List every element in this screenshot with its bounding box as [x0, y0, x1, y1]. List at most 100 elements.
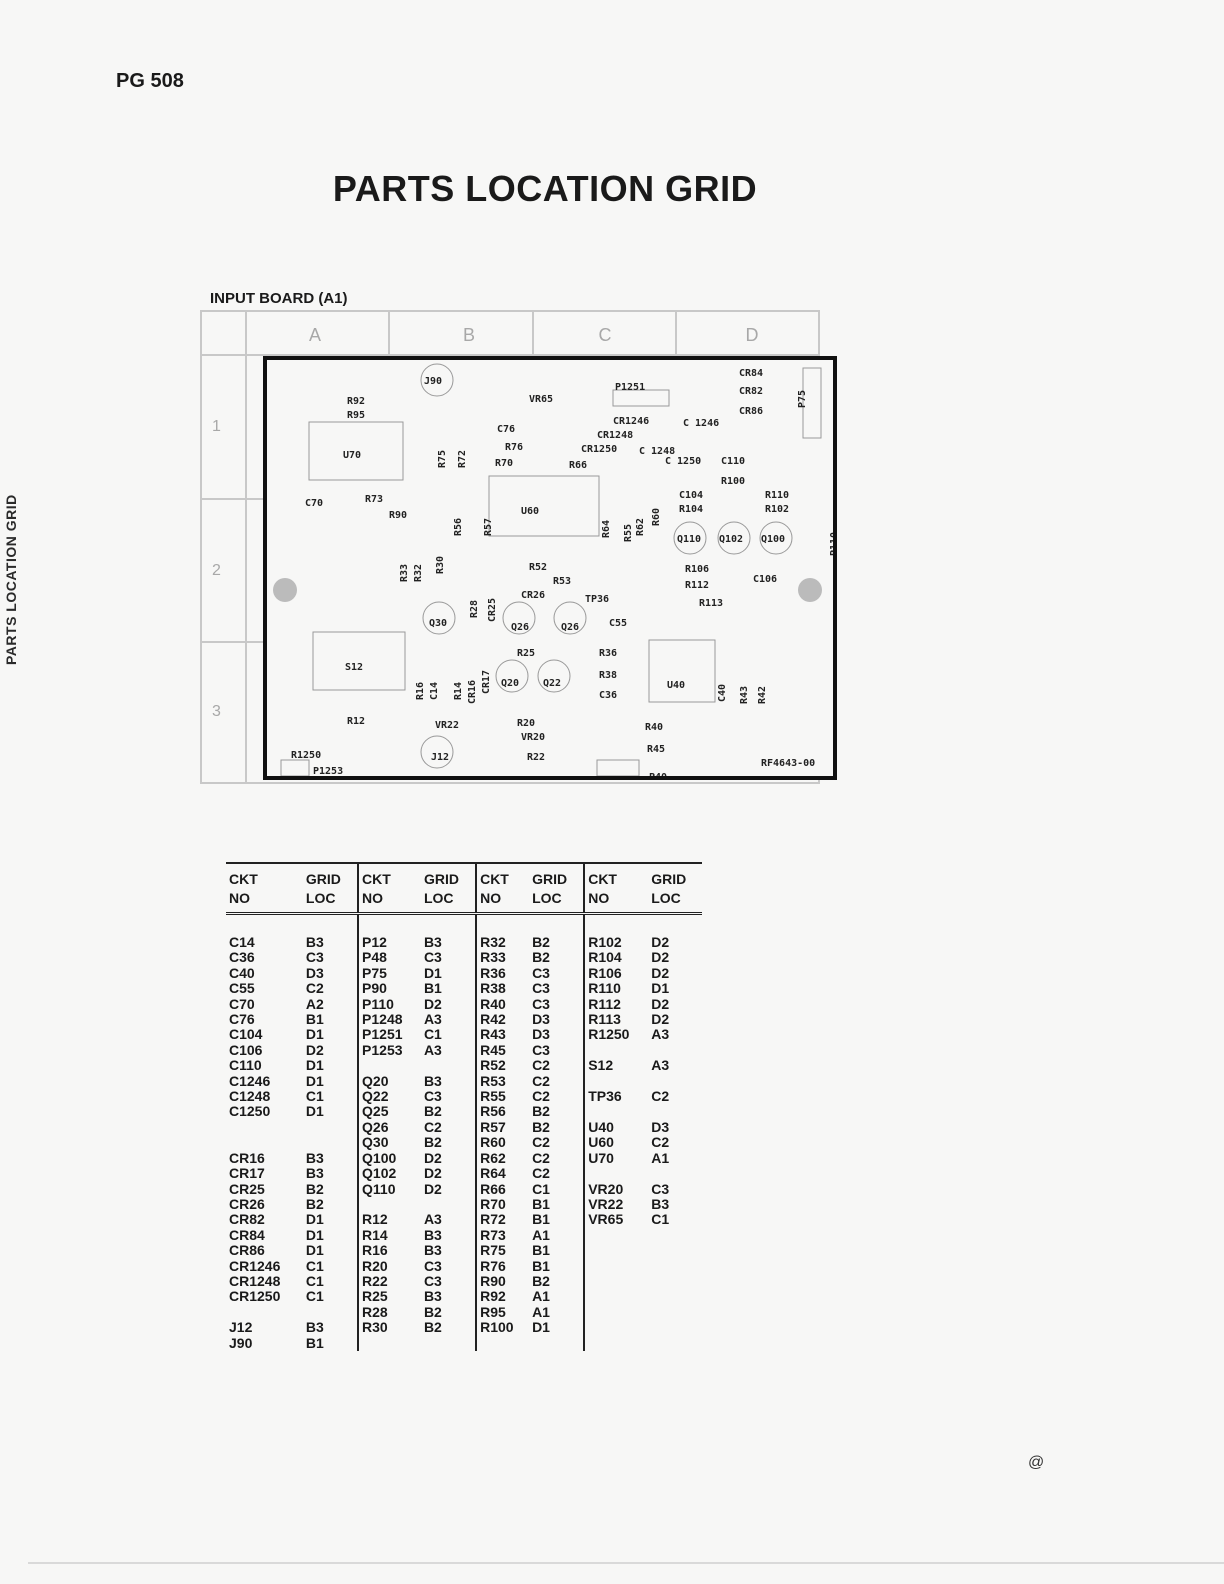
- ckt-no-cell: C106: [229, 1041, 263, 1058]
- grid-line: [675, 310, 677, 356]
- ckt-no-cell: [357, 1335, 421, 1351]
- component-label: R36: [599, 648, 617, 659]
- component-label: R55: [623, 524, 634, 542]
- component-label: S12: [345, 662, 363, 673]
- ckt-no-cell: R22: [357, 1273, 421, 1290]
- ckt-no-cell: [583, 1104, 649, 1120]
- ckt-no-cell: [475, 1335, 530, 1351]
- ckt-no-cell: C76: [229, 1011, 255, 1028]
- ckt-no-cell: R112: [583, 996, 649, 1013]
- component-label: TP36: [585, 594, 609, 605]
- ckt-no-cell: C36: [229, 949, 255, 966]
- grid-loc-cell: [648, 1305, 702, 1320]
- component-label: Q102: [719, 534, 743, 545]
- grid-loc-cell: A3: [423, 1011, 442, 1028]
- component-label: P110: [829, 532, 833, 556]
- component-label: R102: [765, 504, 789, 515]
- ckt-no-cell: P90: [357, 980, 421, 997]
- ckt-no-cell: R106: [583, 965, 649, 982]
- ckt-no-cell: R32: [475, 913, 530, 951]
- component-label: R12: [347, 716, 365, 727]
- ckt-no-cell: C104: [229, 1026, 263, 1043]
- connector-p75: [802, 367, 822, 439]
- board-title: INPUT BOARD (A1): [210, 290, 348, 307]
- ckt-no-cell: U70: [583, 1150, 649, 1167]
- component-label: R38: [599, 670, 617, 681]
- component-label: CR84: [739, 368, 763, 379]
- grid-line: [200, 498, 264, 500]
- component-label: R73: [365, 494, 383, 505]
- ckt-no-cell: R14: [357, 1227, 421, 1244]
- grid-loc-cell: [648, 1336, 702, 1351]
- board-part-number: RF4643-00: [761, 758, 815, 769]
- component-label: R104: [679, 504, 703, 515]
- component-label: P75: [797, 390, 808, 408]
- transistor-outline: [759, 521, 793, 555]
- component-label: R113: [699, 598, 723, 609]
- component-label: R32: [413, 564, 424, 582]
- connector-p40: [596, 759, 640, 776]
- ckt-no-cell: R57: [475, 1119, 530, 1136]
- grid-loc-cell: D2: [651, 964, 670, 981]
- ckt-no-cell: CR1248: [229, 1272, 281, 1289]
- ckt-no-cell: C1250: [229, 1103, 271, 1120]
- page-title: PARTS LOCATION GRID: [332, 168, 758, 209]
- ckt-no-cell: R33: [475, 949, 530, 966]
- grid-loc-cell: C2: [532, 1149, 550, 1166]
- grid-loc-cell: C3: [305, 949, 324, 966]
- grid-loc-cell: D1: [305, 1226, 324, 1243]
- ckt-no-cell: R72: [475, 1211, 530, 1228]
- grid-loc-cell: C3: [532, 995, 550, 1012]
- grid-loc-cell: [648, 1228, 702, 1243]
- component-label: CR82: [739, 386, 763, 397]
- component-label: R110: [765, 490, 789, 501]
- ckt-no-cell: R38: [475, 980, 530, 997]
- ckt-no-cell: C40: [229, 964, 255, 981]
- grid-loc-cell: D1: [305, 1242, 324, 1259]
- grid-loc-cell: A3: [423, 1041, 442, 1058]
- ckt-no-cell: R45: [475, 1042, 530, 1059]
- component-label: Q100: [761, 534, 785, 545]
- ic-outline-u70: [308, 421, 404, 481]
- ckt-no-cell: U60: [583, 1134, 649, 1151]
- grid-column-a: A: [308, 325, 321, 345]
- ic-outline-u40: [648, 639, 716, 703]
- grid-loc-cell: B1: [305, 1011, 324, 1028]
- ckt-no-cell: [583, 1289, 649, 1305]
- ckt-no-cell: [583, 1258, 649, 1274]
- ckt-no-cell: Q22: [357, 1088, 421, 1105]
- grid-loc-cell: B3: [305, 1149, 324, 1166]
- component-label: C76: [497, 424, 515, 435]
- grid-loc-cell: [648, 1043, 702, 1058]
- component-label: R95: [347, 410, 365, 421]
- component-label: R45: [647, 744, 665, 755]
- component-label: CR16: [467, 680, 478, 704]
- grid-loc-cell: D3: [305, 964, 324, 981]
- grid-loc-cell: A3: [423, 1211, 442, 1228]
- grid-loc-cell: [648, 1243, 702, 1258]
- grid-loc-cell: B3: [305, 1319, 324, 1336]
- ckt-no-cell: CR26: [229, 1195, 265, 1212]
- ckt-no-cell: C70: [229, 995, 255, 1012]
- ckt-no-cell: S12: [583, 1057, 649, 1074]
- grid-loc-cell: C2: [532, 1165, 550, 1182]
- grid-loc-cell: B3: [423, 1242, 442, 1259]
- ckt-no-cell: P110: [357, 996, 421, 1013]
- component-label: Q110: [677, 534, 701, 545]
- grid-loc-cell: C3: [532, 1041, 550, 1058]
- ckt-no-cell: Q102: [357, 1165, 421, 1182]
- component-label: R106: [685, 564, 709, 575]
